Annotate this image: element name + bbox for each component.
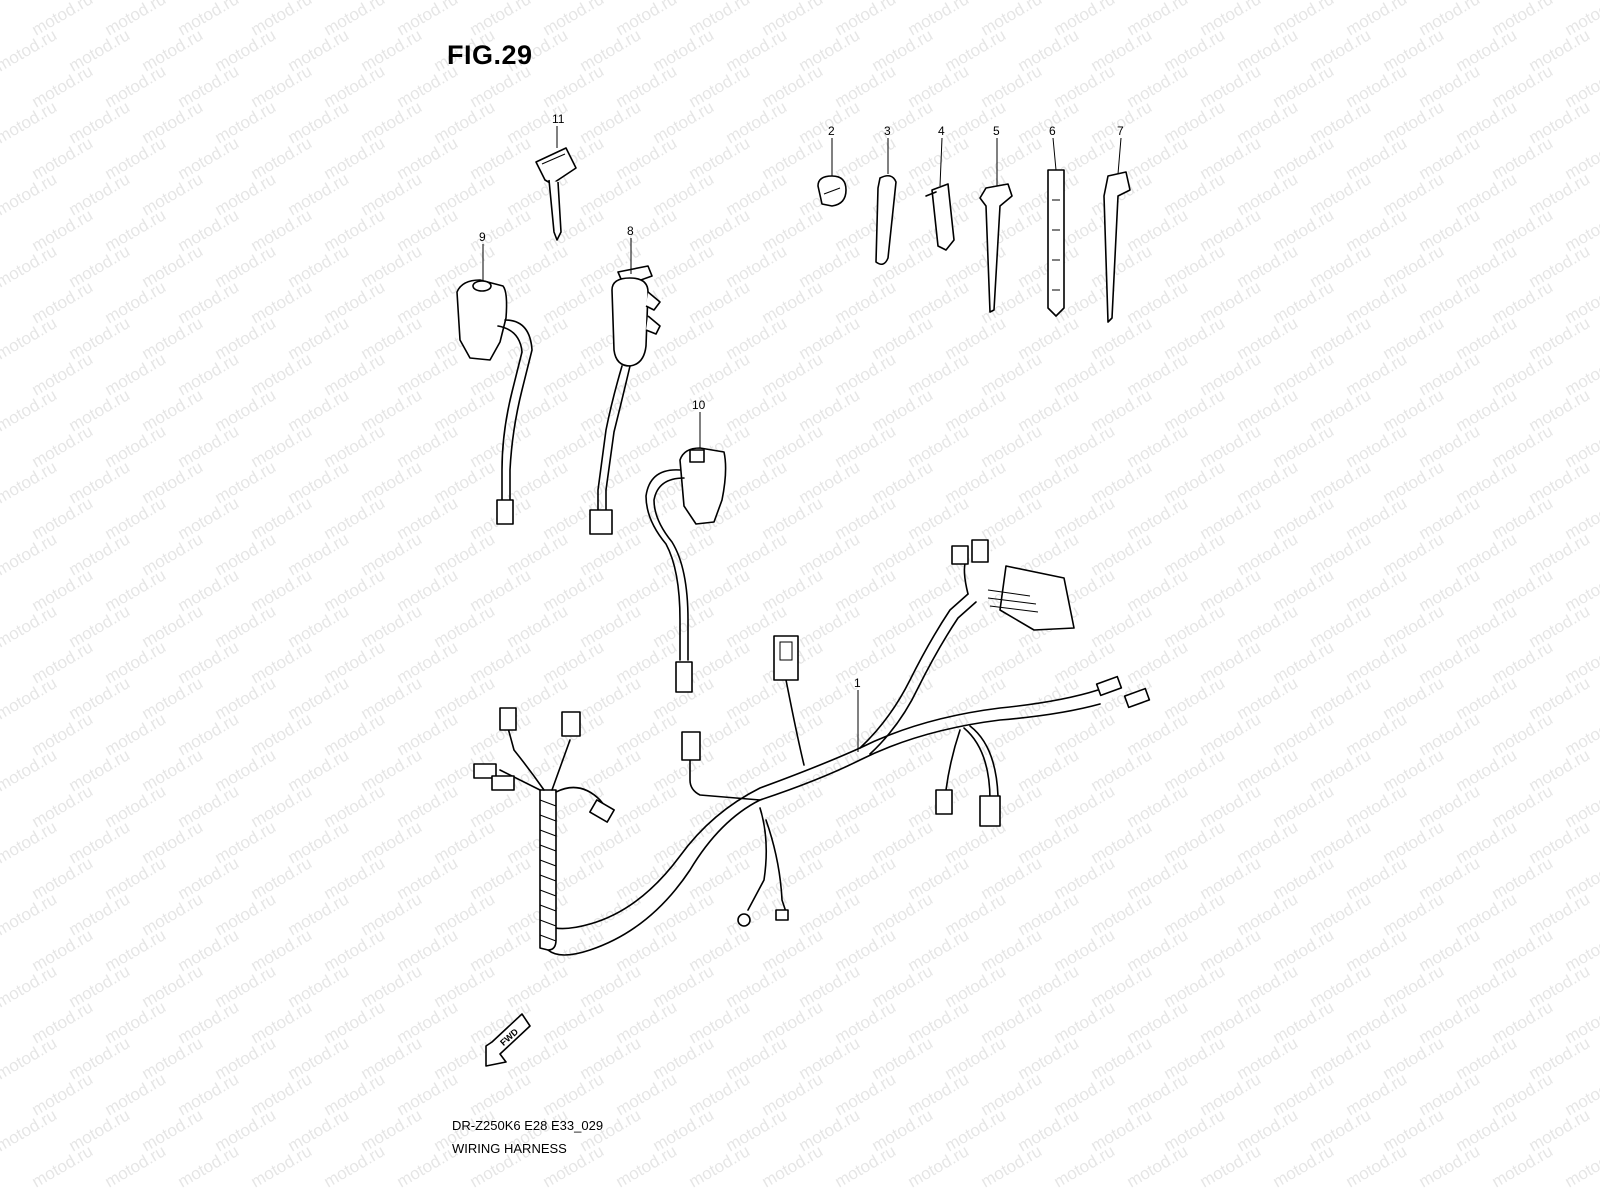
watermark-text: motod.ru (321, 1141, 389, 1191)
watermark-text: motod.ru (1270, 1141, 1338, 1191)
part-1-wiring-harness (473, 539, 1151, 956)
watermark-text: motod.ru (175, 1141, 243, 1191)
part-7-cable-tie (1103, 171, 1131, 323)
watermark-text: motod.ru (0, 961, 60, 1011)
callout-10: 10 (692, 398, 706, 412)
callout-1: 1 (854, 676, 861, 690)
watermark-text: motod.ru (759, 1141, 827, 1191)
watermark-text: motod.ru (102, 1141, 170, 1191)
watermark-text: motod.ru (0, 385, 60, 435)
watermark-text: motod.ru (0, 1105, 60, 1155)
part-2-clamp (817, 175, 847, 207)
watermark-text: motod.ru (905, 1141, 973, 1191)
watermark-text: motod.ru (0, 817, 60, 867)
watermark-text: motod.ru (0, 745, 60, 795)
part-8-ignition-switch (589, 265, 661, 535)
part-4-clamp (925, 183, 955, 251)
callout-numbers: 11 2 3 4 5 6 7 8 9 10 1 (479, 112, 1124, 690)
part-6-band (1047, 169, 1065, 317)
watermark-text: motod.ru (248, 1141, 316, 1191)
watermark-text: motod.ru (394, 1141, 462, 1191)
watermark-text: motod.ru (0, 241, 60, 291)
watermark-text: motod.ru (0, 889, 60, 939)
figure-title: FIG.29 (447, 40, 533, 70)
callout-11: 11 (552, 112, 565, 126)
watermark-text: motod.ru (686, 1141, 754, 1191)
watermark-text: motod.ru (1416, 1141, 1484, 1191)
diagram-caption: WIRING HARNESS (452, 1141, 567, 1156)
watermark-text: motod.ru (0, 457, 60, 507)
watermark-text: motod.ru (29, 1141, 97, 1191)
callout-7: 7 (1117, 124, 1124, 138)
watermark-text: motod.ru (1562, 1141, 1600, 1191)
watermark-text: motod.ru (978, 1141, 1046, 1191)
watermark-text: motod.ru (0, 529, 60, 579)
callout-5: 5 (993, 124, 1000, 138)
part-10-handlebar-switch (645, 447, 727, 693)
callout-leaders (482, 126, 1122, 752)
watermark-text: motod.ru (613, 1141, 681, 1191)
callout-8: 8 (627, 224, 634, 238)
watermark-text: motod.ru (0, 1033, 60, 1083)
part-5-cable-tie (979, 183, 1013, 313)
watermark-text: motod.ru (1489, 1141, 1557, 1191)
watermark-text: motod.ru (0, 313, 60, 363)
part-11-key (535, 147, 577, 241)
callout-3: 3 (884, 124, 891, 138)
watermark-text: motod.ru (0, 601, 60, 651)
watermark-text: motod.ru (1051, 1141, 1119, 1191)
watermark-text: motod.ru (0, 97, 60, 147)
diagram-code: DR-Z250K6 E28 E33_029 (452, 1118, 604, 1133)
callout-4: 4 (938, 124, 945, 138)
callout-2: 2 (828, 124, 835, 138)
watermark-text: motod.ru (0, 673, 60, 723)
watermark-text: motod.ru (832, 1141, 900, 1191)
watermark-text: motod.ru (1343, 1141, 1411, 1191)
callout-9: 9 (479, 230, 486, 244)
part-9-switch (456, 279, 533, 525)
watermark-text: motod.ru (1197, 1141, 1265, 1191)
watermark-text: motod.ru (0, 169, 60, 219)
callout-6: 6 (1049, 124, 1056, 138)
watermark-text: motod.ru (1124, 1141, 1192, 1191)
watermark-text: motod.ru (0, 25, 60, 75)
part-3-clamp (875, 174, 897, 266)
